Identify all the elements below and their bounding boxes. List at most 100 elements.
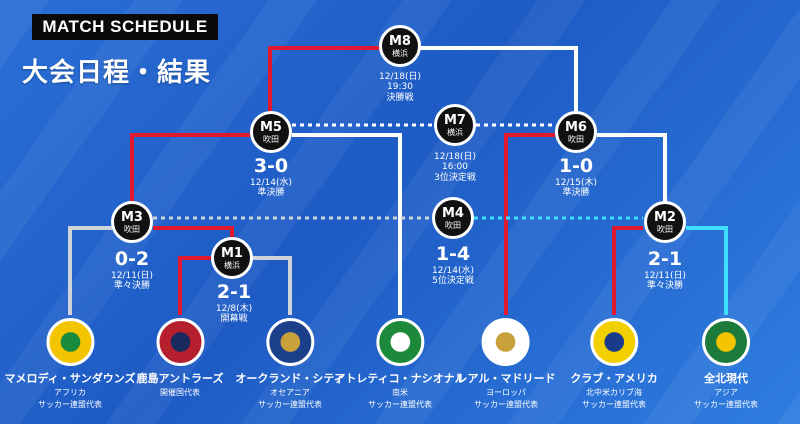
match-score: 2-1 [647,248,683,270]
match-round: 5位決定戦 [432,276,474,287]
match-venue: 吹田 [263,134,279,144]
team-name: クラブ・アメリカ [570,372,658,385]
match-round: 準々決勝 [113,281,150,292]
match-info-m3: 0-2 12/11(日) 準々決勝 [111,248,153,292]
match-venue: 横浜 [392,48,408,58]
team-region-sub: サッカー連盟代表 [37,400,102,409]
match-score: 0-2 [114,248,150,270]
line-jeonbuk-to-m2 [686,226,728,315]
team-region-sub: サッカー連盟代表 [368,400,432,409]
line-m6-to-final [400,46,578,128]
match-code: M8 [389,33,411,49]
line-m3-to-m5 [130,133,250,218]
match-date: 12/8(木) [215,303,253,314]
match-date: 12/11(日) [644,270,686,281]
match-date: 12/14(水) [250,177,292,188]
match-code: M1 [221,245,243,261]
match-venue: 吹田 [445,220,461,230]
match-score: 2-1 [216,281,252,303]
team-name: オークランド・シティ [235,372,345,385]
team-nacional[interactable]: アトレティコ・ナシオナル 南米 サッカー連盟代表 [334,318,466,410]
match-code: M7 [444,112,466,128]
match-info-m8: 12/18(日) 19:30 決勝戦 [379,72,421,103]
line-kashima-to-m1 [178,256,212,315]
match-venue: 横浜 [447,127,463,137]
match-time: 16:00 [442,162,468,173]
club-emblem-icon [481,318,530,366]
match-node-m4[interactable]: M4 吹田 [432,197,474,239]
match-venue: 吹田 [657,224,673,234]
match-round: 開幕戦 [220,314,248,325]
match-venue: 吹田 [124,224,140,234]
team-kashima[interactable]: 鹿島アントラーズ 開催国代表 [136,318,224,399]
match-code: M5 [260,119,282,135]
match-node-m6[interactable]: M6 吹田 [555,111,597,153]
match-code: M2 [654,209,676,225]
match-score: 1-0 [558,155,594,177]
match-code: M3 [121,209,143,225]
team-name: 鹿島アントラーズ [136,372,224,385]
team-region: 開催国代表 [159,388,200,397]
match-info-m2: 2-1 12/11(日) 準々決勝 [644,248,686,292]
match-info-m1: 2-1 12/8(木) 開幕戦 [215,281,253,325]
page-title: MATCH SCHEDULE [32,14,218,40]
team-region: 北中米カリブ海 [585,388,642,397]
match-round: 準決勝 [562,188,590,199]
match-date: 12/18(日) [434,152,476,162]
club-emblem-icon [702,318,750,366]
match-round: 準決勝 [257,188,285,199]
line-sundowns-to-m3 [68,226,112,315]
line-m1-to-m5 [292,133,402,315]
match-date: 12/15(木) [555,177,597,188]
match-info-m6: 1-0 12/15(木) 準決勝 [555,155,597,199]
match-round: 準々決勝 [646,281,683,292]
match-score: 3-0 [253,155,289,177]
match-info-m4: 1-4 12/14(水) 5位決定戦 [432,243,474,287]
line-m5-to-final [268,46,400,128]
team-region: オセアニア [270,388,310,397]
team-region-sub: サッカー連盟代表 [581,400,646,409]
team-jeonbuk[interactable]: 全北現代 アジア サッカー連盟代表 [694,318,758,410]
line-m2-to-m6 [597,133,667,218]
team-america[interactable]: クラブ・アメリカ 北中米カリブ海 サッカー連盟代表 [570,318,658,410]
match-time: 19:30 [387,82,413,93]
match-round: 3位決定戦 [434,172,476,183]
match-node-m1[interactable]: M1 横浜 [211,237,253,279]
match-node-m8[interactable]: M8 横浜 [379,25,421,67]
match-venue: 横浜 [224,260,240,270]
team-name: マメロディ・サンダウンズ [4,372,136,385]
club-emblem-icon [155,318,204,366]
team-region-sub: サッカー連盟代表 [258,400,322,409]
line-auckland-to-m1 [253,256,292,315]
team-name: レアル・マドリード [456,372,556,385]
team-region: 南米 [392,388,408,397]
match-round: 決勝戦 [386,92,414,103]
line-m1-winner-to-m3 [153,226,234,240]
team-realmadrid[interactable]: レアル・マドリード ヨーロッパ サッカー連盟代表 [456,318,556,410]
team-auckland[interactable]: オークランド・シティ オセアニア サッカー連盟代表 [235,318,345,410]
line-america-to-m2 [612,226,643,315]
match-node-m5[interactable]: M5 吹田 [250,111,292,153]
match-venue: 吹田 [568,134,584,144]
team-name: 全北現代 [704,372,748,385]
match-date: 12/18(日) [379,72,421,82]
team-sundowns[interactable]: マメロディ・サンダウンズ アフリカ サッカー連盟代表 [4,318,136,410]
page-subtitle: 大会日程・結果 [22,58,212,88]
line-realmadrid-to-m6 [504,133,555,315]
match-code: M6 [565,119,587,135]
match-node-m2[interactable]: M2 吹田 [644,201,686,243]
team-region-sub: サッカー連盟代表 [694,400,758,409]
team-region: アフリカ [53,388,86,397]
club-emblem-icon [266,318,314,366]
match-score: 1-4 [435,243,471,265]
club-emblem-icon [589,318,638,366]
team-region: アジア [714,388,738,397]
match-date: 12/11(日) [111,270,153,281]
team-region: ヨーロッパ [485,388,526,397]
match-info-m5: 3-0 12/14(水) 準決勝 [250,155,292,199]
match-node-m3[interactable]: M3 吹田 [111,201,153,243]
club-emblem-icon [45,318,94,366]
club-emblem-icon [376,318,424,366]
match-node-m7[interactable]: M7 横浜 [434,104,476,146]
match-code: M4 [442,205,464,221]
